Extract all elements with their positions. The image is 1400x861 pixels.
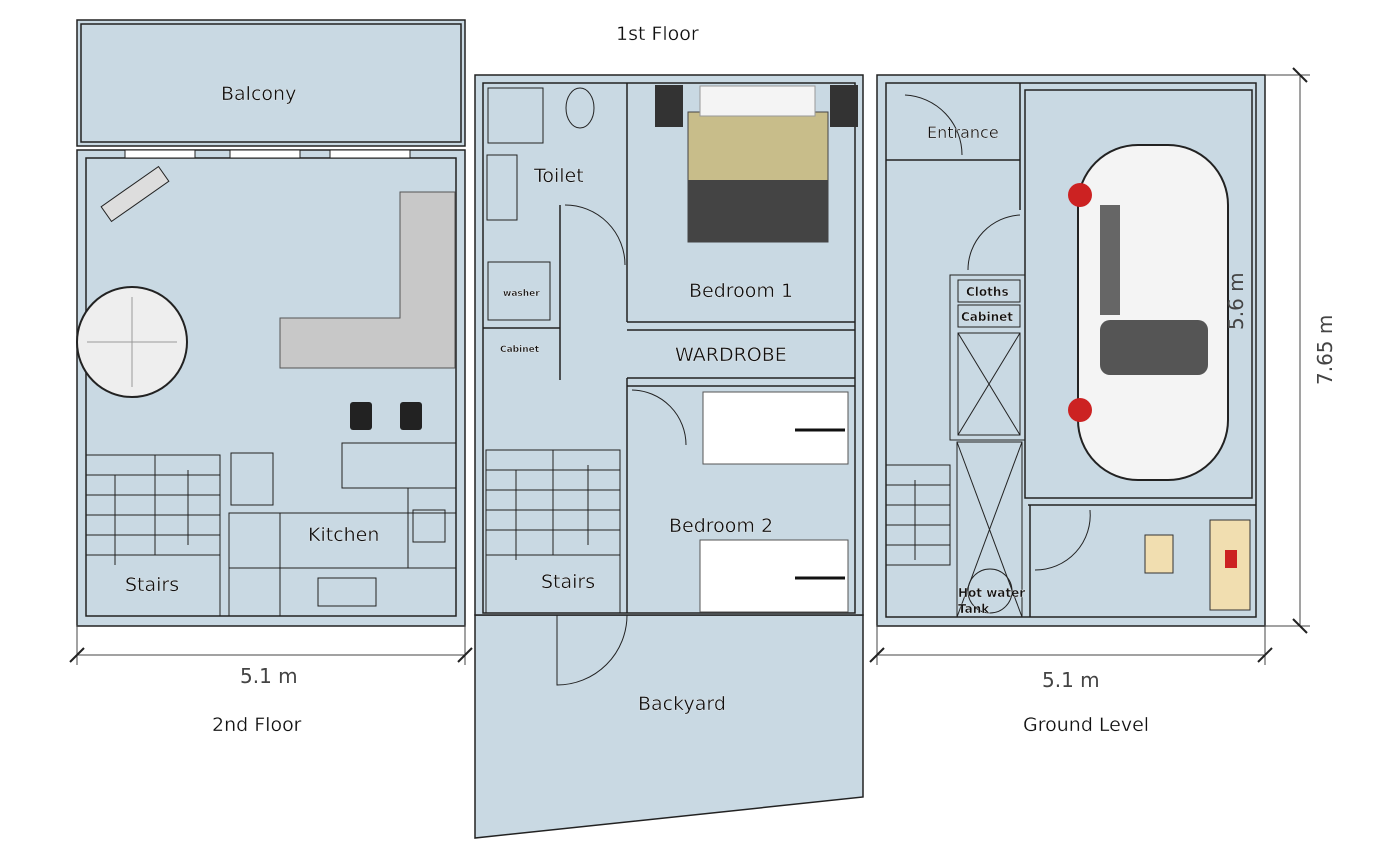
backyard-area (474, 614, 864, 839)
desk (1144, 519, 1251, 611)
ground-level-title: Ground Level (1023, 714, 1149, 736)
second-floor-width: 5.1 m (240, 664, 298, 688)
first-floor-title: 1st Floor (616, 23, 699, 45)
kitchen-label: Kitchen (308, 524, 379, 546)
dining-table (76, 286, 188, 398)
ground-level: Entrance Cloths Cabinet Hot water Tank 5… (876, 74, 1266, 627)
wardrobe-label: WARDROBE (675, 344, 787, 366)
hot-water-label: Hot water (958, 586, 1025, 600)
bar-stool (350, 402, 372, 430)
stairs-label: Stairs (125, 574, 179, 596)
bed-3 (699, 539, 849, 613)
cabinet-label: Cabinet (961, 310, 1013, 324)
washer-label: washer (503, 289, 540, 299)
balcony-area (76, 19, 466, 147)
bed-2 (702, 391, 849, 465)
toilet-bowl (565, 87, 595, 129)
ground-depth: 7.65 m (1313, 315, 1337, 385)
bed-1 (655, 85, 858, 243)
bedroom1-label: Bedroom 1 (689, 280, 793, 302)
dimensions: 5.1 m 5.1 m 7.65 m (69, 67, 1337, 692)
second-floor: Balcony Kitchen Stairs (76, 19, 466, 627)
backyard-label: Backyard (638, 693, 726, 715)
ground-width: 5.1 m (1042, 668, 1100, 692)
car (1068, 144, 1229, 481)
stairs-2nd (85, 454, 221, 617)
toilet-label: Toilet (533, 165, 584, 187)
sofa (100, 165, 170, 223)
entrance-label: Entrance (927, 123, 999, 142)
stairs-1st (485, 449, 621, 614)
sink (317, 577, 377, 607)
stairs-label-1st: Stairs (541, 571, 595, 593)
tank-label: Tank (958, 602, 990, 616)
kitchen-counter (279, 191, 456, 369)
first-floor: 1st Floor Toilet Bedroom 1 WARDROBE Bedr… (474, 23, 864, 839)
bedroom2-label: Bedroom 2 (669, 515, 773, 537)
bar-stool (400, 402, 422, 430)
second-floor-title: 2nd Floor (212, 714, 302, 736)
cabinet-label-1st: Cabinet (500, 345, 540, 355)
stairs-ground (885, 464, 951, 566)
stove (412, 509, 446, 543)
cloths-label: Cloths (966, 285, 1009, 299)
garage-length-label: 5.6 m (1224, 272, 1248, 330)
balcony-label: Balcony (221, 83, 296, 105)
